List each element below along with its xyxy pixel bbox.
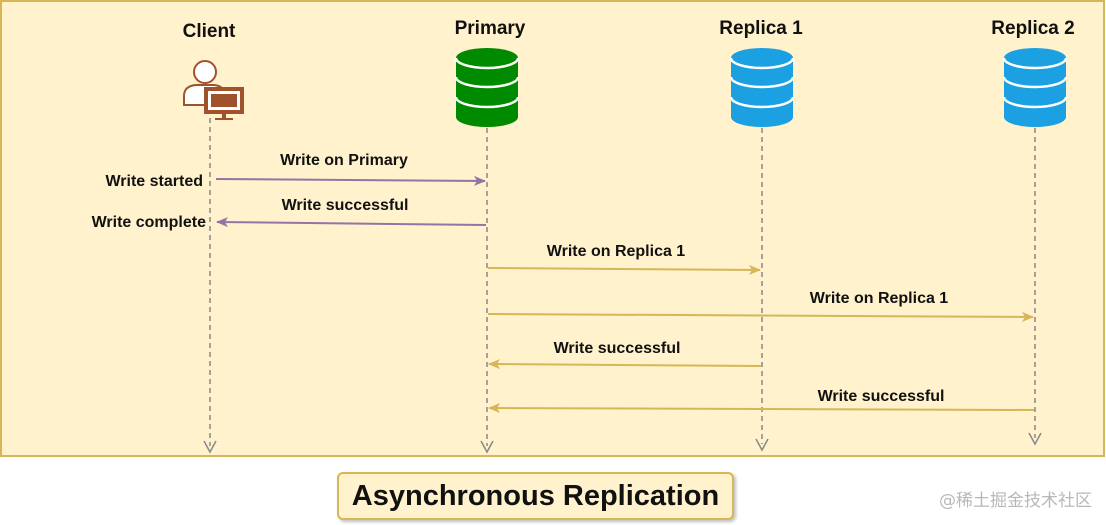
write-successful-to-client-label: Write successful	[282, 197, 409, 214]
sequence-diagram: Client Primary Replica 1 Replica 2 Wri	[0, 0, 1105, 457]
write-successful-from-replica2-label: Write successful	[818, 388, 945, 405]
watermark: @稀土掘金技术社区	[939, 491, 1092, 511]
replica1-database-icon	[729, 48, 795, 127]
client-label: Client	[183, 21, 236, 42]
primary-database-icon	[454, 48, 520, 127]
replica1-label: Replica 1	[719, 18, 803, 39]
write-on-replica1-arrow	[487, 264, 761, 275]
write-successful-to-client-arrow	[216, 217, 487, 228]
diagram-title: Asynchronous Replication	[337, 472, 734, 520]
write-on-primary-label: Write on Primary	[280, 152, 408, 169]
write-on-replica1-label: Write on Replica 1	[547, 243, 686, 260]
write-complete-label: Write complete	[92, 214, 207, 231]
write-on-replica2-arrow	[487, 311, 1034, 322]
write-successful-from-replica1-arrow	[488, 359, 762, 370]
replica2-database-icon	[1002, 48, 1068, 127]
replica2-label: Replica 2	[991, 18, 1074, 39]
write-on-replica2-label: Write on Replica 1	[810, 290, 949, 307]
write-successful-from-replica1-label: Write successful	[554, 340, 681, 357]
user-with-computer-icon	[183, 60, 244, 120]
diagram-background	[0, 0, 1105, 457]
primary-label: Primary	[455, 18, 526, 39]
write-started-label: Write started	[105, 173, 203, 190]
write-successful-from-replica2-arrow	[488, 403, 1035, 414]
write-on-primary-arrow	[215, 175, 486, 186]
